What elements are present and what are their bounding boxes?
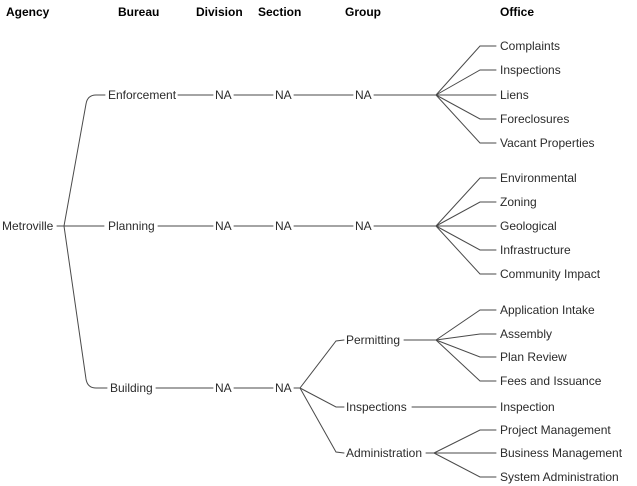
office-node-environmental: Environmental (500, 171, 577, 185)
group-node-planning-na: NA (355, 219, 372, 233)
office-node-assembly: Assembly (500, 327, 553, 341)
office-node-zoning: Zoning (500, 195, 537, 209)
bureau-node-building: Building (110, 381, 153, 395)
office-node-community-impact: Community Impact (500, 267, 601, 281)
office-node-complaints: Complaints (500, 39, 561, 53)
group-node-permitting: Permitting (346, 333, 401, 347)
office-node-plan-review: Plan Review (500, 350, 567, 364)
office-node-application-intake: Application Intake (500, 303, 595, 317)
office-node-geological: Geological (500, 219, 557, 233)
office-node-business-management: Business Management (500, 446, 623, 460)
section-node-building-na: NA (275, 381, 292, 395)
section-node-enforcement-na: NA (275, 88, 292, 102)
bureau-node-enforcement: Enforcement (108, 88, 177, 102)
office-node-fees-and-issuance: Fees and Issuance (500, 374, 602, 388)
section-node-planning-na: NA (275, 219, 292, 233)
root-connectors (56, 94, 108, 389)
office-node-liens: Liens (500, 88, 529, 102)
group-node-enforcement-na: NA (355, 88, 372, 102)
division-node-enforcement-na: NA (215, 88, 232, 102)
agency-node-metroville: Metroville (2, 219, 54, 233)
office-node-inspections: Inspections (500, 63, 561, 77)
office-node-vacant-properties: Vacant Properties (500, 136, 595, 150)
column-header-bureau: Bureau (118, 5, 160, 19)
office-node-project-management: Project Management (500, 423, 611, 437)
office-node-infrastructure: Infrastructure (500, 243, 571, 257)
permitting-fan-lines (403, 309, 497, 382)
enforcement-row-lines (177, 45, 497, 144)
planning-row-lines (157, 177, 497, 275)
column-header-division: Division (196, 5, 243, 19)
office-node-inspection: Inspection (500, 400, 555, 414)
office-node-system-administration: System Administration (500, 470, 619, 484)
office-node-foreclosures: Foreclosures (500, 112, 570, 126)
division-node-building-na: NA (215, 381, 232, 395)
column-header-agency: Agency (6, 5, 50, 19)
column-header-section: Section (258, 5, 302, 19)
bureau-node-planning: Planning (108, 219, 155, 233)
column-header-office: Office (500, 5, 535, 19)
division-node-planning-na: NA (215, 219, 232, 233)
group-node-inspections: Inspections (346, 400, 407, 414)
administration-fan-lines (425, 429, 497, 478)
group-node-administration: Administration (346, 446, 423, 460)
building-row-lines (155, 339, 345, 454)
column-header-group: Group (345, 5, 381, 19)
